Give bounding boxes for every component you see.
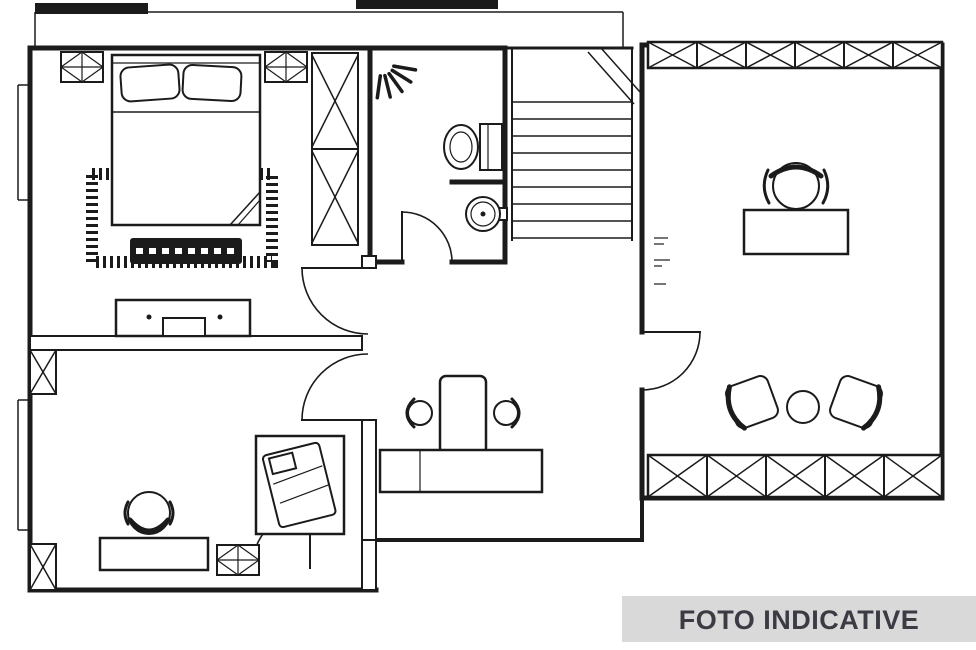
pillow-icon xyxy=(181,63,243,103)
hatched-wall-strip-top xyxy=(646,40,944,70)
stair-break-line xyxy=(587,51,635,105)
stairs-icon xyxy=(512,47,641,239)
coffee-table-icon xyxy=(786,390,820,424)
outer-wall-bar xyxy=(356,0,498,9)
stair-break-line xyxy=(600,47,641,93)
living-room-door xyxy=(641,331,701,391)
ceiling-light-icon xyxy=(59,51,105,83)
structural-columns xyxy=(29,349,57,591)
master-bedroom-door xyxy=(301,267,369,335)
single-bed-icon xyxy=(254,434,346,536)
bathroom-door xyxy=(401,211,453,263)
banner-label: FOTO INDICATIVE xyxy=(679,605,920,635)
bathroom xyxy=(375,64,508,232)
desk-icon xyxy=(742,208,850,256)
office-chair-icon xyxy=(762,162,830,210)
partition-wall-vertical xyxy=(361,255,377,269)
sideboard-icon xyxy=(378,448,544,494)
column-x-icon xyxy=(29,543,57,591)
wall-lamp-icon xyxy=(375,64,418,100)
living-room xyxy=(654,162,883,431)
wall-annotation-marks xyxy=(654,237,670,285)
armchair-icon xyxy=(829,375,883,431)
second-bedroom-door xyxy=(301,353,369,421)
hall-table-icon xyxy=(438,374,488,456)
pillow-icon xyxy=(119,63,181,103)
armchair-icon xyxy=(725,375,779,431)
master-bedroom xyxy=(59,51,359,338)
chair-icon xyxy=(405,397,433,429)
toilet-icon xyxy=(443,123,503,171)
hatched-wall-strip-bottom xyxy=(646,453,944,499)
chair-icon xyxy=(493,397,521,429)
ceiling-light-icon xyxy=(263,51,309,83)
bench-icon xyxy=(130,238,242,264)
ceiling-light-icon xyxy=(215,544,261,576)
sink-icon xyxy=(465,196,508,232)
outer-wall-bar xyxy=(35,3,148,14)
desk-icon xyxy=(98,536,210,572)
blanket-fold xyxy=(229,191,261,226)
double-bed-icon xyxy=(110,53,262,227)
partition-wall-vertical xyxy=(361,539,377,591)
photo-indicative-banner: FOTO INDICATIVE xyxy=(622,596,976,642)
banner-background xyxy=(622,596,976,642)
dresser-icon xyxy=(114,298,252,338)
wardrobe-icon xyxy=(311,52,359,246)
desk-chair-icon xyxy=(123,491,175,535)
column-x-icon xyxy=(29,349,57,395)
outer-structure xyxy=(34,0,624,48)
partition-wall-vertical xyxy=(361,419,377,541)
second-bedroom xyxy=(98,434,346,576)
hallway xyxy=(378,374,544,494)
pillow-icon xyxy=(267,451,298,476)
partition-wall-horizontal xyxy=(29,335,363,351)
